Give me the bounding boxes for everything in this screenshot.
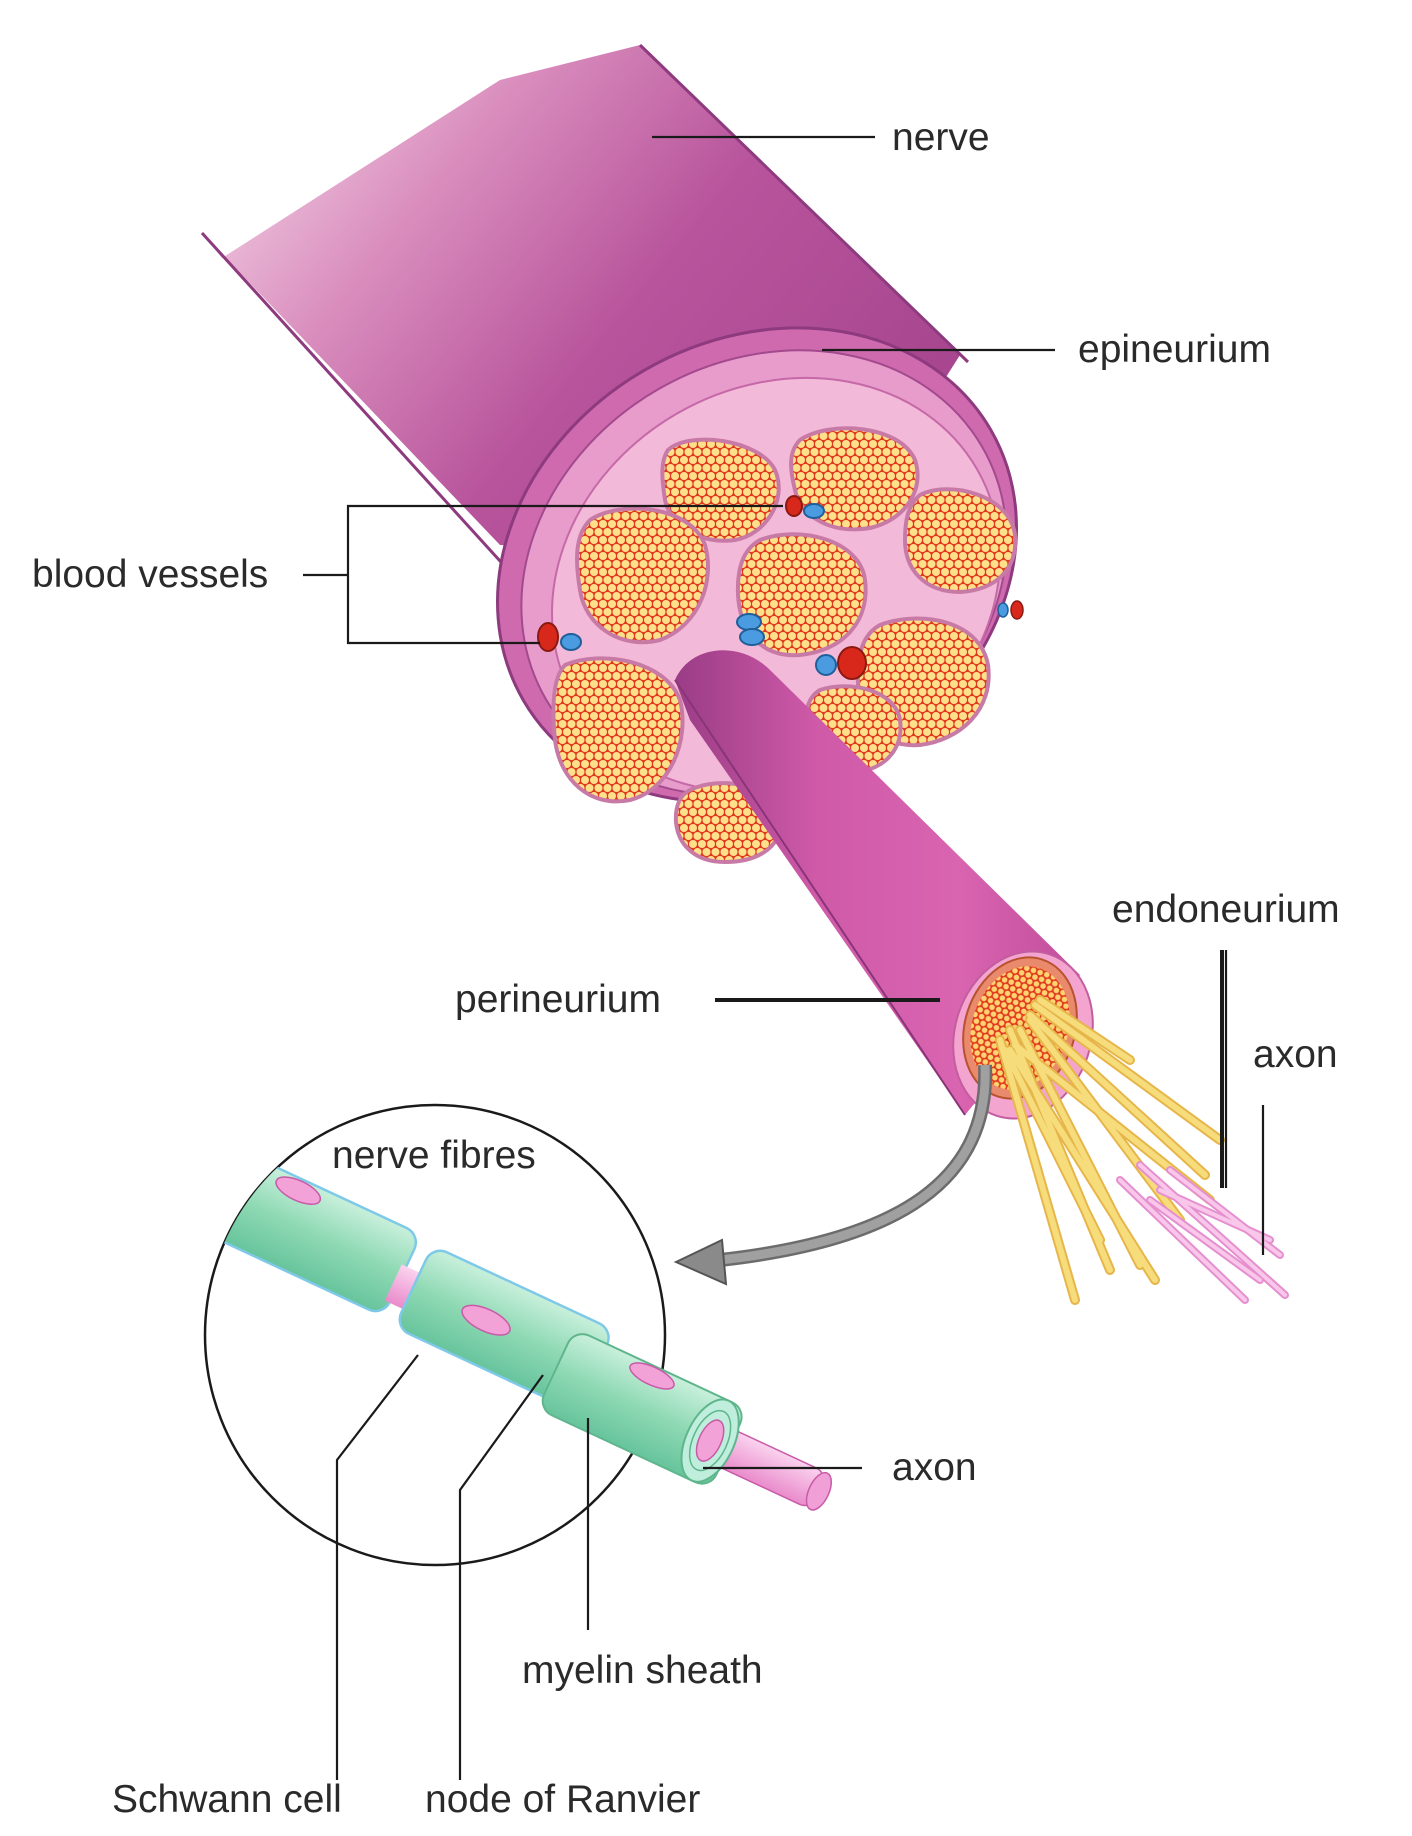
label-myelin-sheath: myelin sheath	[522, 1649, 763, 1692]
label-endoneurium: endoneurium	[1112, 888, 1340, 931]
fascicles	[551, 426, 1018, 865]
labels: nerve epineurium blood vessels endoneuri…	[32, 116, 1340, 1821]
label-schwann-cell: Schwann cell	[112, 1778, 342, 1821]
magnify-arrow	[673, 1064, 993, 1286]
magnified-view	[203, 1103, 833, 1567]
label-blood-vessels: blood vessels	[32, 553, 268, 596]
blood-vessels	[537, 495, 1024, 680]
label-axon-fascicle: axon	[1253, 1033, 1338, 1076]
axon-fibres	[995, 995, 1289, 1305]
leader-lines	[303, 135, 1265, 1780]
label-nerve: nerve	[892, 116, 990, 159]
label-nerve-fibres: nerve fibres	[332, 1134, 536, 1177]
label-perineurium: perineurium	[455, 978, 661, 1021]
label-axon-fibre: axon	[892, 1446, 977, 1489]
label-epineurium: epineurium	[1078, 328, 1271, 371]
label-node-of-ranvier: node of Ranvier	[425, 1778, 700, 1821]
